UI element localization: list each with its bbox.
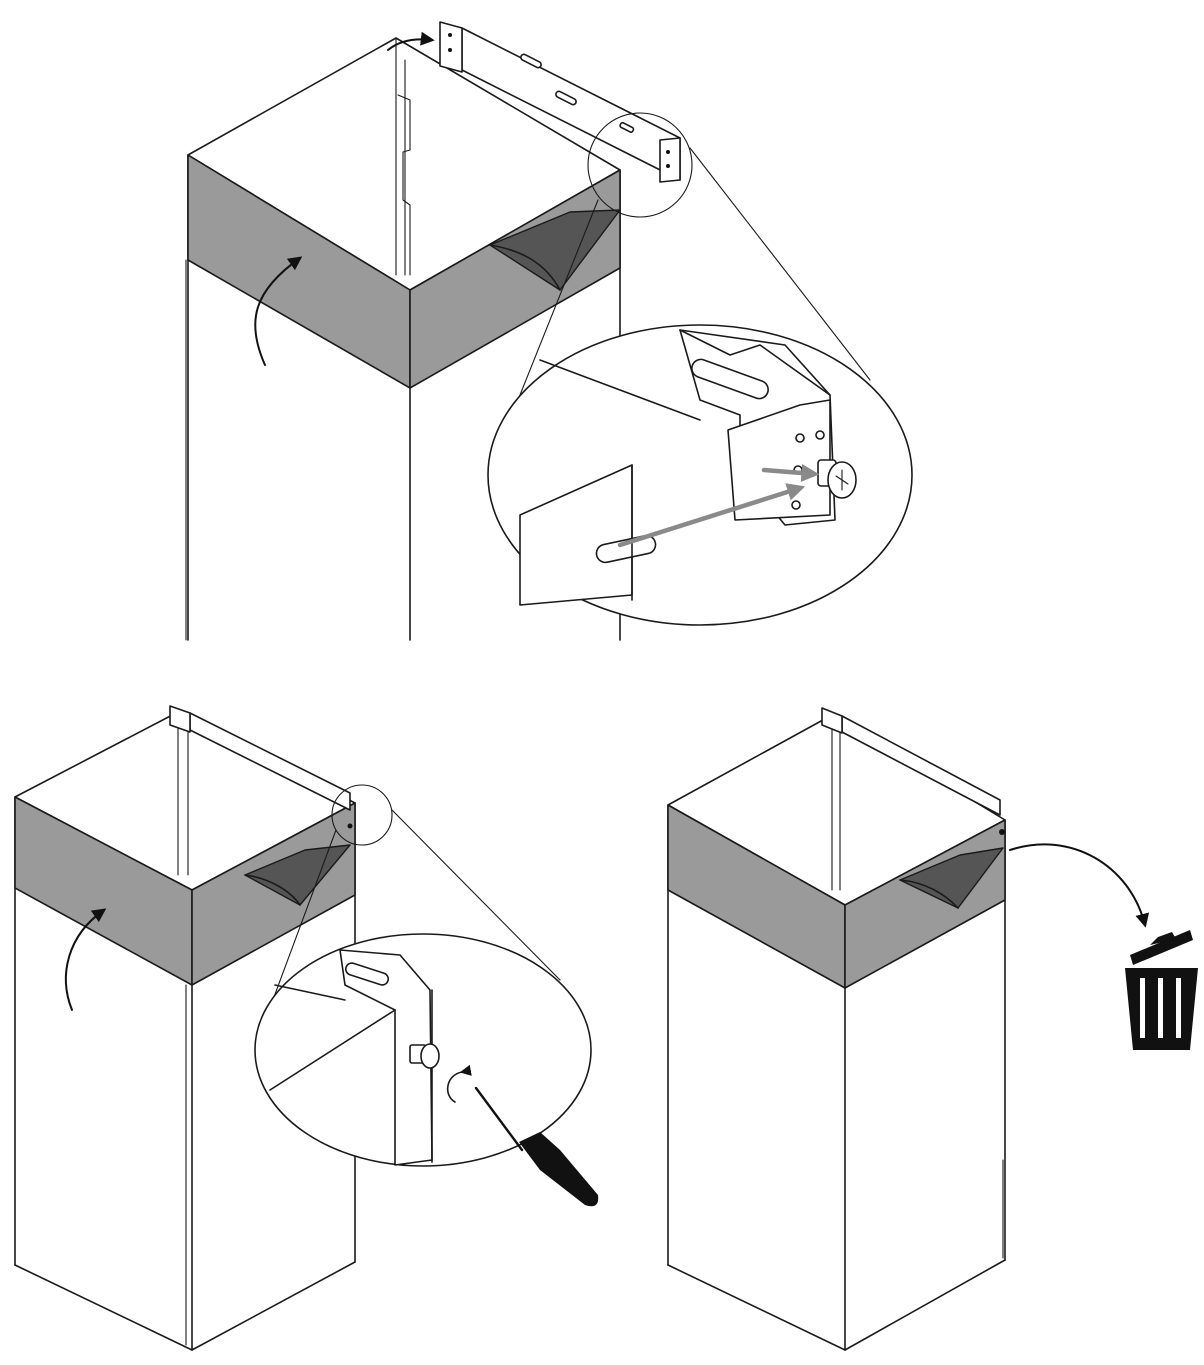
magnifier-callout-step-1	[487, 112, 913, 626]
rotation-arrow-icon	[446, 1064, 472, 1103]
step-3-remove-film	[667, 707, 1198, 1351]
protective-film-band-step-2	[14, 796, 356, 986]
protective-film-band-step-3	[667, 804, 1006, 989]
screw-icon-2	[409, 1043, 440, 1069]
mounting-bracket-step-3	[821, 707, 1005, 835]
trash-bin-icon	[1125, 930, 1198, 1050]
screw-icon	[817, 459, 857, 499]
direction-arrow-icon	[617, 483, 806, 548]
magnifier-callout-step-2	[254, 784, 592, 1167]
mounting-bracket-step-1	[439, 21, 681, 183]
step-1-attach-bracket	[185, 21, 913, 641]
mounting-bracket-step-2	[169, 705, 353, 829]
chimney-step-3	[667, 714, 1006, 1351]
discard-arrow-icon	[1009, 843, 1150, 928]
protective-film-band-step-1	[187, 154, 621, 389]
curved-arrow-icon	[254, 256, 303, 366]
placement-arrow-icon	[387, 31, 435, 51]
step-2-fasten-screw	[14, 705, 599, 1351]
screwdriver-icon	[474, 1086, 599, 1207]
curved-arrow-icon-2	[65, 908, 107, 1011]
